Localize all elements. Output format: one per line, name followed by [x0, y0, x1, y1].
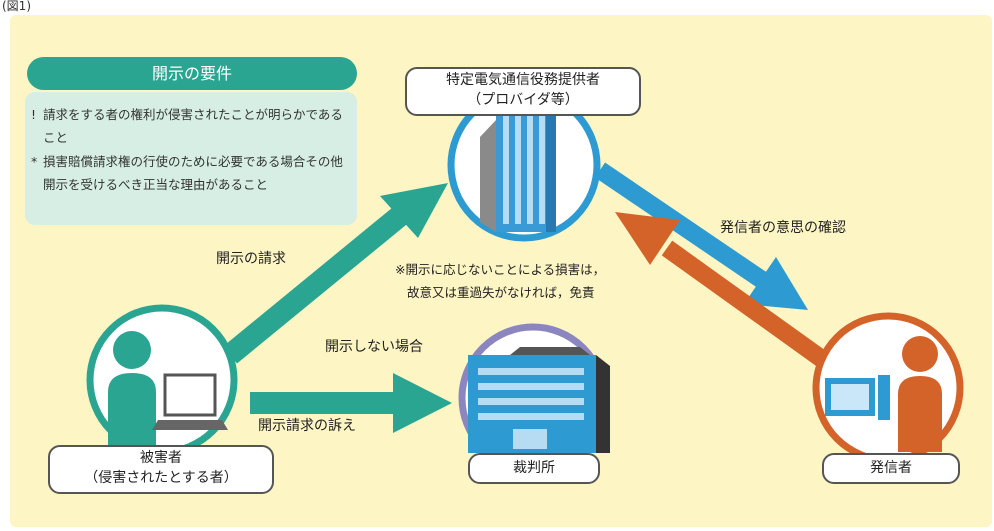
provider-node	[447, 88, 601, 242]
intent-confirmation-arrow	[594, 162, 808, 310]
sender-reply-arrow	[615, 212, 846, 380]
provider-name: 特定電気通信役務提供者	[446, 72, 600, 88]
requirement-marker-1: !	[31, 107, 37, 122]
figure-label: (図1)	[2, 0, 31, 13]
requirement-text-1: 請求をする者の権利が侵害されたことが明らかであること	[43, 107, 343, 145]
lawsuit-arrow	[250, 373, 452, 433]
laptop-icon	[152, 373, 228, 430]
disclosure-request-arrow	[223, 183, 448, 364]
monitor-icon	[825, 375, 890, 420]
requirements-box: ! 請求をする者の権利が侵害されたことが明らかであること * 損害賠償請求権の行…	[25, 92, 357, 225]
person-icon	[108, 331, 156, 450]
liability-note-line-1: ※開示に応じないことによる損害は，	[395, 262, 606, 277]
liability-note: ※開示に応じないことによる損害は， 故意又は重過失がなければ，免責	[395, 258, 605, 304]
court-node	[458, 323, 610, 473]
victim-subname: （侵害されたとする者）	[84, 470, 238, 486]
requirements-title: 開示の要件	[27, 57, 357, 90]
requirement-text-2: 損害賠償請求権の行使のために必要である場合その他開示を受けるべき正当な理由がある…	[43, 154, 343, 192]
lawsuit-label: 開示請求の訴え	[258, 418, 356, 434]
intent-confirmation-label: 発信者の意思の確認	[720, 220, 846, 236]
sender-node	[812, 312, 964, 464]
requirement-marker-2: *	[31, 154, 38, 169]
disclosure-request-label: 開示の請求	[216, 251, 286, 267]
requirement-item-2: * 損害賠償請求権の行使のために必要である場合その他開示を受けるべき正当な理由が…	[31, 150, 343, 196]
person-icon	[898, 336, 942, 452]
victim-label: 被害者 （侵害されたとする者）	[48, 445, 274, 494]
provider-building-icon	[480, 102, 556, 232]
victim-name: 被害者	[140, 450, 182, 466]
if-not-disclosed-label: 開示しない場合	[325, 339, 423, 355]
provider-subname: （プロバイダ等）	[467, 92, 579, 108]
court-label: 裁判所	[468, 453, 600, 484]
sender-label: 発信者	[822, 453, 960, 484]
requirement-item-1: ! 請求をする者の権利が侵害されたことが明らかであること	[31, 103, 343, 149]
provider-label: 特定電気通信役務提供者 （プロバイダ等）	[405, 67, 641, 116]
court-building-icon	[468, 347, 610, 453]
victim-node	[86, 304, 238, 456]
liability-note-line-2: 故意又は重過失がなければ，免責	[407, 285, 595, 300]
